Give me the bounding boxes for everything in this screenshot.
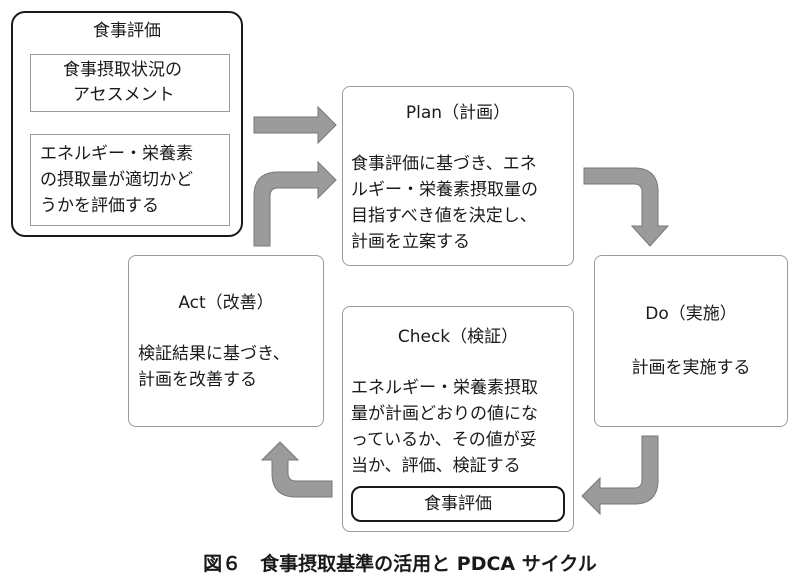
act-line2: 計画を改善する	[138, 370, 257, 390]
arrow-do-to-check	[581, 435, 659, 516]
check-line4: 当か、評価、検証する	[351, 456, 521, 476]
do-box	[594, 255, 788, 427]
act-title: Act（改善）	[178, 293, 274, 313]
plan-line2: ルギー・栄養素摂取量の	[351, 180, 538, 200]
check-sub-box	[351, 486, 565, 522]
plan-line4: 計画を立案する	[351, 232, 470, 252]
plan-line1: 食事評価に基づき、エネ	[351, 154, 537, 174]
arrow-check-to-act	[260, 441, 333, 498]
assessment-step1-line2: アセスメント	[73, 85, 175, 105]
arrow-assessment-to-plan	[253, 105, 337, 145]
check-line2: 量が計画どおりの値にな	[351, 404, 538, 424]
act-line1: 検証結果に基づき、	[138, 344, 290, 364]
do-title: Do（実施）	[645, 304, 737, 324]
assessment-step1-box	[30, 54, 230, 112]
plan-box	[342, 86, 574, 266]
arrow-plan-to-do	[583, 167, 670, 247]
do-line1: 計画を実施する	[631, 358, 751, 378]
plan-title: Plan（計画）	[405, 103, 511, 123]
check-line1: エネルギー・栄養素摂取	[351, 378, 538, 398]
check-line3: っているか、その値が妥	[351, 430, 537, 450]
figure-caption: 図６ 食事摂取基準の活用と PDCA サイクル	[203, 553, 597, 575]
assessment-step2-box	[30, 134, 230, 226]
plan-line3: 目指すべき値を決定し、	[351, 206, 537, 226]
act-box	[128, 255, 324, 427]
assessment-title: 食事評価	[93, 21, 161, 41]
assessment-step1-line1: 食事摂取状況の	[63, 60, 182, 80]
arrow-act-to-plan	[253, 160, 337, 247]
assessment-step2-line1: エネルギー・栄養素	[40, 144, 193, 164]
check-title: Check（検証）	[397, 327, 519, 347]
assessment-step2-line2: の摂取量が適切かど	[40, 170, 193, 190]
check-sub-box-label: 食事評価	[424, 494, 492, 514]
assessment-step2-line3: うかを評価する	[40, 196, 159, 216]
